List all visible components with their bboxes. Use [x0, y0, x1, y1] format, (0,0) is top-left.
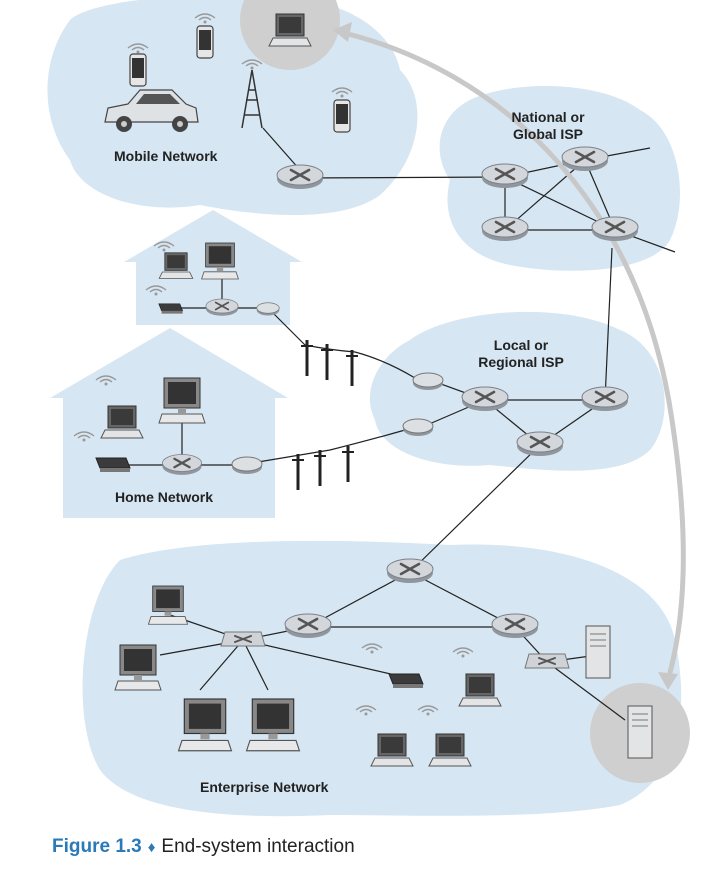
router-icon — [580, 385, 630, 413]
desktop-icon — [245, 698, 301, 752]
utility-pole-icon — [299, 338, 315, 378]
national-isp-label-line1: National or — [511, 109, 585, 125]
router-icon — [515, 430, 565, 458]
home-network-house-back — [124, 210, 302, 325]
utility-pole-icon — [312, 448, 328, 488]
router-icon — [590, 215, 640, 243]
cell-tower-icon — [241, 59, 263, 129]
switch-icon — [524, 653, 570, 669]
router-icon — [283, 612, 333, 640]
figure-caption: Figure 1.3 ♦ End-system interaction — [52, 836, 355, 858]
figure-number: Figure 1.3 — [52, 836, 142, 857]
utility-pole-icon — [319, 342, 335, 382]
national-isp-label-line2: Global ISP — [513, 126, 583, 142]
router-icon — [480, 215, 530, 243]
enterprise-network-cloud — [82, 540, 682, 817]
desktop-icon — [177, 698, 233, 752]
phone-icon — [333, 99, 351, 133]
arrowhead-bottom — [658, 672, 678, 690]
car-icon — [104, 89, 199, 132]
modem-icon — [388, 673, 424, 689]
home-network-label: Home Network — [115, 489, 213, 505]
switch-icon — [220, 631, 266, 647]
phone-icon — [196, 25, 214, 59]
regional-isp-label-line2: Regional ISP — [478, 354, 564, 370]
router-icon — [480, 162, 530, 190]
cable-modem-icon — [402, 418, 434, 437]
mobile-network-label: Mobile Network — [114, 148, 218, 164]
phone-icon — [129, 53, 147, 87]
caption-diamond: ♦ — [147, 839, 156, 856]
router-icon — [560, 145, 610, 173]
regional-isp-label-line1: Local or — [494, 337, 549, 353]
router-icon — [204, 298, 240, 317]
server-icon — [585, 625, 611, 679]
utility-pole-icon — [344, 348, 360, 388]
desktop-icon — [201, 242, 239, 280]
enterprise-network-label: Enterprise Network — [200, 779, 329, 795]
caption-text: End-system interaction — [161, 836, 355, 857]
desktop-icon — [148, 585, 188, 625]
router-icon — [385, 557, 435, 585]
modem-icon — [158, 303, 183, 314]
arrowhead-top — [333, 22, 352, 42]
cable-modem-icon — [231, 456, 263, 475]
desktop-icon — [114, 644, 162, 691]
router-icon — [460, 385, 510, 413]
utility-pole-icon — [290, 452, 306, 492]
mobile-network-cloud — [47, 0, 418, 215]
modem-icon — [95, 457, 131, 473]
router-icon — [275, 163, 325, 191]
desktop-icon — [158, 377, 206, 424]
cable-modem-icon — [412, 372, 444, 391]
router-icon — [490, 612, 540, 640]
regional-isp-cloud — [369, 311, 665, 471]
interaction-arrow — [333, 22, 686, 690]
cable-modem-icon — [256, 302, 280, 316]
router-icon — [161, 453, 203, 477]
utility-pole-icon — [340, 444, 356, 484]
server-icon — [627, 705, 653, 759]
